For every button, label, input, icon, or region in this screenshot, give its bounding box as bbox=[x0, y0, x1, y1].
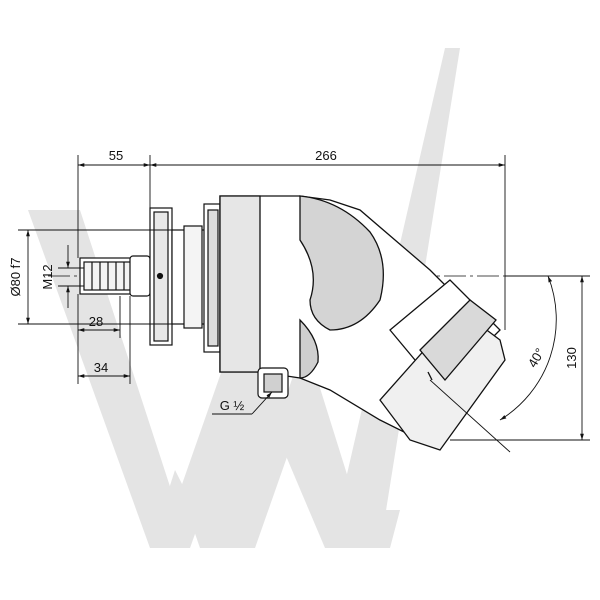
tilted-end-cap bbox=[379, 279, 506, 451]
port-fitting bbox=[257, 367, 289, 399]
dim-28-label: 28 bbox=[89, 314, 103, 329]
port-thread-label: G ½ bbox=[220, 398, 245, 413]
dim-130 bbox=[450, 275, 590, 441]
drive-shaft bbox=[79, 255, 153, 297]
dim-28 bbox=[77, 294, 121, 338]
dim-34-label: 34 bbox=[94, 360, 108, 375]
dim-diameter bbox=[18, 229, 172, 325]
dim-55-label: 55 bbox=[109, 148, 123, 163]
dim-34 bbox=[77, 296, 131, 384]
dim-130-label: 130 bbox=[564, 347, 579, 369]
dim-diameter-label: Ø80 f7 bbox=[8, 257, 23, 296]
port-leader bbox=[212, 391, 273, 415]
dim-m12 bbox=[58, 245, 84, 308]
dim-angle-label: 40° bbox=[525, 345, 548, 370]
mounting-flange bbox=[149, 203, 221, 353]
dim-m12-label: M12 bbox=[40, 264, 55, 289]
dim-266-label: 266 bbox=[315, 148, 337, 163]
